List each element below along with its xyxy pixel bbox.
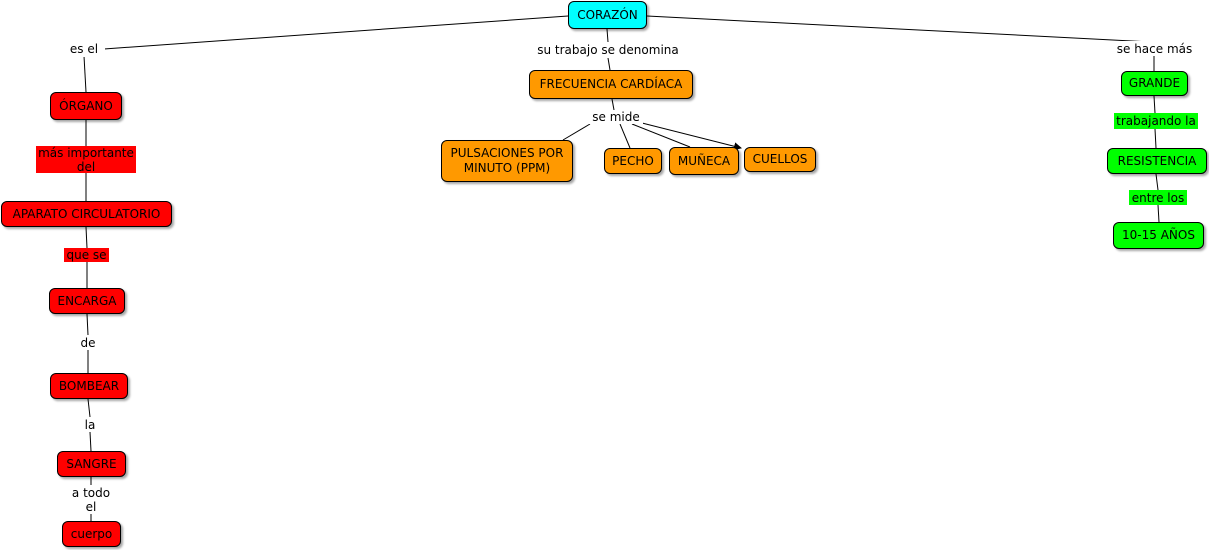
link-label-su-trabajo: su trabajo se denomina <box>532 42 684 58</box>
node-sangre[interactable]: SANGRE <box>57 451 126 477</box>
node-pulsaciones-line1: PULSACIONES POR <box>450 146 564 160</box>
connector-se-mide-cuellos <box>641 122 742 151</box>
link-label-mas-importante: más importante del <box>36 145 136 174</box>
connector-su-trabajo-frecuencia <box>607 57 611 71</box>
connector-root-se-hace-mas <box>646 15 1153 43</box>
node-frecuencia-cardiaca[interactable]: FRECUENCIA CARDÍACA <box>529 70 693 99</box>
node-pulsaciones-line2: MINUTO (PPM) <box>463 161 551 175</box>
node-edad[interactable]: 10-15 AÑOS <box>1113 222 1204 249</box>
link-label-que-se: que se <box>64 248 109 262</box>
connector-trabajando-resistencia <box>1154 128 1157 149</box>
node-cuellos[interactable]: CUELLOS <box>744 147 816 172</box>
link-label-a-todo-el: a todo el <box>68 485 114 514</box>
link-label-se-hace-mas: se hace más <box>1112 41 1197 56</box>
link-label-mas-importante-line2: del <box>76 159 96 174</box>
connector-se-mide-muneca <box>631 123 691 148</box>
node-pulsaciones[interactable]: PULSACIONES POR MINUTO (PPM) <box>441 140 573 182</box>
node-pecho[interactable]: PECHO <box>604 148 662 174</box>
node-organo[interactable]: ÓRGANO <box>50 92 122 120</box>
node-corazon[interactable]: CORAZÓN <box>568 1 647 29</box>
link-label-a-todo-line1: a todo <box>71 485 111 500</box>
connector-grande-trabajando <box>1153 95 1156 114</box>
link-label-entre-los: entre los <box>1129 190 1187 205</box>
node-muneca[interactable]: MUÑECA <box>669 147 739 175</box>
node-grande[interactable]: GRANDE <box>1121 71 1188 96</box>
connector-se-mide-pulsaciones <box>562 123 591 141</box>
link-label-mas-importante-line1: más importante <box>38 145 134 160</box>
connector-frecuencia-se-mide <box>611 98 615 111</box>
node-bombear[interactable]: BOMBEAR <box>50 373 128 399</box>
link-label-a-todo-line2: el <box>85 499 97 514</box>
node-cuerpo[interactable]: cuerpo <box>62 521 121 547</box>
connector-aparato-que-se <box>85 226 88 249</box>
link-label-se-mide: se mide <box>589 110 643 124</box>
node-encarga[interactable]: ENCARGA <box>49 288 125 314</box>
node-resistencia[interactable]: RESISTENCIA <box>1107 148 1207 174</box>
connector-resistencia-entre <box>1155 173 1159 191</box>
link-label-de: de <box>76 335 100 350</box>
link-label-trabajando-la: trabajando la <box>1114 113 1198 129</box>
connector-es-el-organo <box>83 55 87 93</box>
link-label-es-el: es el <box>63 41 105 57</box>
connector-entre-edad <box>1157 204 1160 223</box>
connector-se-mide-pecho <box>619 123 631 149</box>
connector-encarga-de <box>86 313 89 336</box>
node-aparato-circulatorio[interactable]: APARATO CIRCULATORIO <box>1 201 172 227</box>
connector-la-sangre <box>89 431 92 452</box>
connector-root-su-trabajo <box>606 28 609 43</box>
connector-root-es-el <box>103 15 569 50</box>
connector-bombear-la <box>87 398 91 418</box>
link-label-la: la <box>80 417 100 432</box>
